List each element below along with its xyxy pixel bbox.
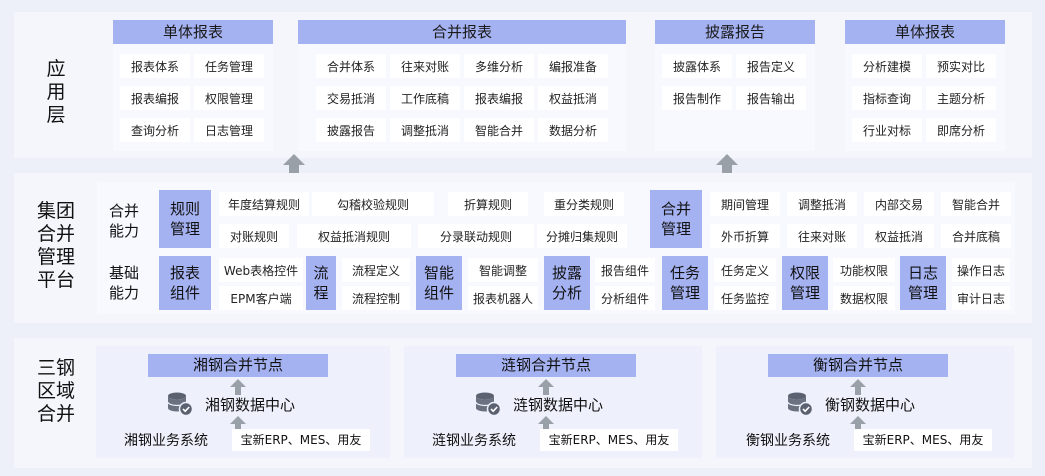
app-item: 编报准备 — [538, 54, 608, 78]
base-item: 操作日志 — [952, 258, 1010, 282]
business-system-label: 湘钢业务系统 — [124, 433, 208, 449]
source-systems: 宝新ERP、MES、用友 — [232, 429, 370, 451]
up-arrow-icon — [230, 416, 246, 432]
data-center-label: 衡钢数据中心 — [825, 395, 916, 414]
rule-management-block: 规则 管理 — [159, 190, 211, 248]
database-icon — [475, 392, 501, 417]
up-arrow-icon — [283, 154, 305, 176]
business-system-label: 衡钢业务系统 — [746, 433, 830, 449]
base-item: EPM客户端 — [219, 286, 303, 310]
task-management-block: 任务 管理 — [662, 256, 708, 310]
rule-item: 分录联动规则 — [418, 224, 534, 248]
database-icon — [167, 392, 193, 417]
up-arrow-icon — [850, 416, 866, 432]
app-item: 分析建模 — [852, 54, 922, 78]
rule-item: 重分类规则 — [544, 192, 624, 216]
app-item: 工作底稿 — [390, 86, 460, 110]
app-item: 查询分析 — [120, 118, 190, 142]
app-item: 报告定义 — [736, 54, 806, 78]
base-item: 功能权限 — [833, 258, 895, 282]
up-arrow-icon — [716, 154, 738, 176]
app-item: 即席分析 — [926, 118, 996, 142]
region-node: 衡钢合并节点 — [768, 354, 948, 377]
app-header-disclosure: 披露报告 — [655, 20, 815, 44]
log-management-block: 日志 管理 — [900, 256, 946, 310]
base-capability-label: 基础 能力 — [108, 264, 139, 302]
app-header-consolidated: 合并报表 — [298, 20, 626, 44]
app-item: 多维分析 — [464, 54, 534, 78]
data-center-label: 湘钢数据中心 — [205, 395, 296, 414]
database-icon — [787, 392, 813, 417]
disclosure-analysis-block: 披露 分析 — [544, 256, 590, 310]
merge-item: 内部交易 — [864, 192, 934, 216]
merge-item: 外币折算 — [710, 224, 780, 248]
group-platform-label: 集团 合并 管理 平台 — [36, 200, 75, 291]
rule-item: 权益抵消规则 — [297, 224, 411, 248]
up-arrow-icon — [538, 379, 554, 395]
up-arrow-icon — [850, 379, 866, 395]
app-item: 往来对账 — [390, 54, 460, 78]
app-item: 报告制作 — [662, 86, 732, 110]
app-header-single-report-2: 单体报表 — [845, 20, 1005, 44]
base-item: Web表格控件 — [219, 258, 303, 282]
app-item: 指标查询 — [852, 86, 922, 110]
merge-item: 往来对账 — [787, 224, 857, 248]
app-item: 报告输出 — [736, 86, 806, 110]
sangang-label: 三钢 区域 合并 — [36, 357, 75, 425]
base-item: 任务监控 — [714, 286, 776, 310]
merge-item: 权益抵消 — [864, 224, 934, 248]
report-component-block: 报表 组件 — [159, 256, 211, 310]
app-item: 披露报告 — [316, 118, 386, 142]
source-systems: 宝新ERP、MES、用友 — [854, 429, 992, 451]
base-item: 流程定义 — [342, 258, 410, 282]
rule-item: 年度结算规则 — [219, 192, 309, 216]
app-item: 合并体系 — [316, 54, 386, 78]
app-item: 报表编报 — [120, 86, 190, 110]
base-item: 报表机器人 — [468, 286, 538, 310]
app-item: 报表体系 — [120, 54, 190, 78]
permission-management-block: 权限 管理 — [782, 256, 828, 310]
source-systems: 宝新ERP、MES、用友 — [540, 429, 678, 451]
rule-item: 对账规则 — [219, 224, 289, 248]
app-item: 主题分析 — [926, 86, 996, 110]
merge-capability-label: 合并 能力 — [108, 202, 139, 240]
app-item: 权限管理 — [194, 86, 264, 110]
rule-item: 分摊归集规则 — [537, 224, 627, 248]
up-arrow-icon — [538, 416, 554, 432]
app-item: 披露体系 — [662, 54, 732, 78]
app-item: 交易抵消 — [316, 86, 386, 110]
app-header-single-report-1: 单体报表 — [113, 20, 273, 44]
base-item: 任务定义 — [714, 258, 776, 282]
data-center-label: 涟钢数据中心 — [513, 395, 604, 414]
region-node: 湘钢合并节点 — [148, 354, 328, 377]
rule-item: 折算规则 — [448, 192, 528, 216]
app-item: 任务管理 — [194, 54, 264, 78]
base-item: 审计日志 — [952, 286, 1010, 310]
base-item: 智能调整 — [468, 258, 538, 282]
base-item: 流程控制 — [342, 286, 410, 310]
up-arrow-icon — [230, 379, 246, 395]
app-item: 调整抵消 — [390, 118, 460, 142]
merge-item: 合并底稿 — [941, 224, 1011, 248]
app-item: 智能合并 — [464, 118, 534, 142]
app-item: 日志管理 — [194, 118, 264, 142]
base-item: 报告组件 — [595, 258, 655, 282]
rule-item: 勾稽校验规则 — [312, 192, 434, 216]
app-item: 报表编报 — [464, 86, 534, 110]
merge-item: 调整抵消 — [787, 192, 857, 216]
base-item: 数据权限 — [833, 286, 895, 310]
base-item: 分析组件 — [595, 286, 655, 310]
app-item: 预实对比 — [926, 54, 996, 78]
app-item: 数据分析 — [538, 118, 608, 142]
flow-block: 流 程 — [306, 256, 336, 310]
merge-management-block: 合并 管理 — [650, 190, 702, 248]
region-node: 涟钢合并节点 — [456, 354, 636, 377]
app-item: 权益抵消 — [538, 86, 608, 110]
app-item: 行业对标 — [852, 118, 922, 142]
application-layer-label: 应 用 层 — [46, 58, 66, 126]
smart-component-block: 智能 组件 — [416, 256, 462, 310]
merge-item: 智能合并 — [941, 192, 1011, 216]
merge-item: 期间管理 — [710, 192, 780, 216]
business-system-label: 涟钢业务系统 — [432, 433, 516, 449]
